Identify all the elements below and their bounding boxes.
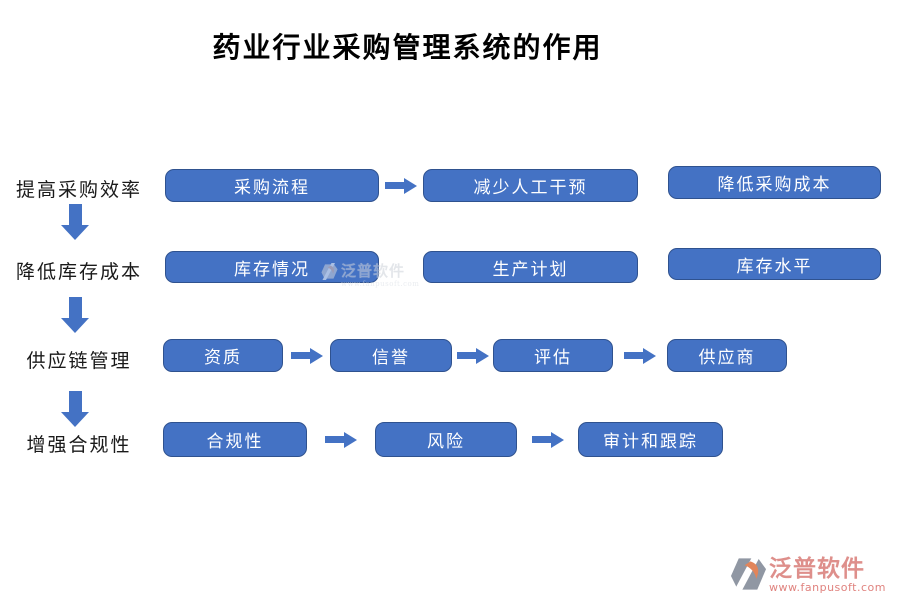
row-spacer xyxy=(638,169,668,202)
flow-row-1: 库存情况 生产计划库存水平 xyxy=(165,248,881,283)
brand-name: 泛普软件 xyxy=(769,555,866,582)
down-arrow-icon xyxy=(61,391,89,427)
fanpu-logo-icon xyxy=(731,556,767,592)
right-arrow-icon xyxy=(452,339,493,372)
brand-text: 泛普软件 www.fanpusoft.com xyxy=(769,556,886,594)
brand-logo: 泛普软件 www.fanpusoft.com xyxy=(730,556,886,594)
side-label-2: 供应链管理 xyxy=(26,350,132,372)
flow-box: 资质 xyxy=(163,339,283,372)
flow-box: 供应商 xyxy=(667,339,787,372)
flow-box: 库存水平 xyxy=(668,248,881,280)
flow-row-0: 采购流程 减少人工干预降低采购成本 xyxy=(165,166,881,202)
brand-url: www.fanpusoft.com xyxy=(769,581,886,594)
right-arrow-icon xyxy=(283,339,330,372)
down-arrow-icon xyxy=(61,204,89,240)
right-arrow-icon xyxy=(307,422,375,457)
side-label-0: 提高采购效率 xyxy=(15,179,142,201)
flow-row-3: 合规性 风险 审计和跟踪 xyxy=(163,422,723,457)
side-label-3: 增强合规性 xyxy=(26,434,132,456)
down-arrow-icon xyxy=(61,297,89,333)
right-arrow-icon xyxy=(613,339,667,372)
flow-box: 采购流程 xyxy=(165,169,379,202)
flow-box: 审计和跟踪 xyxy=(578,422,723,457)
page-title: 药业行业采购管理系统的作用 xyxy=(212,31,603,64)
flow-box: 减少人工干预 xyxy=(423,169,638,202)
flow-row-2: 资质 信誉 评估 供应商 xyxy=(163,339,787,372)
flow-box: 风险 xyxy=(375,422,517,457)
row-spacer xyxy=(379,251,423,283)
flow-box: 生产计划 xyxy=(423,251,638,283)
flow-box: 评估 xyxy=(493,339,613,372)
flow-box: 合规性 xyxy=(163,422,307,457)
side-label-1: 降低库存成本 xyxy=(15,261,142,283)
right-arrow-icon xyxy=(517,422,578,457)
row-spacer xyxy=(638,251,668,283)
flow-box: 库存情况 xyxy=(165,251,379,283)
right-arrow-icon xyxy=(379,169,423,202)
flow-box: 信誉 xyxy=(330,339,452,372)
flow-box: 降低采购成本 xyxy=(668,166,881,199)
